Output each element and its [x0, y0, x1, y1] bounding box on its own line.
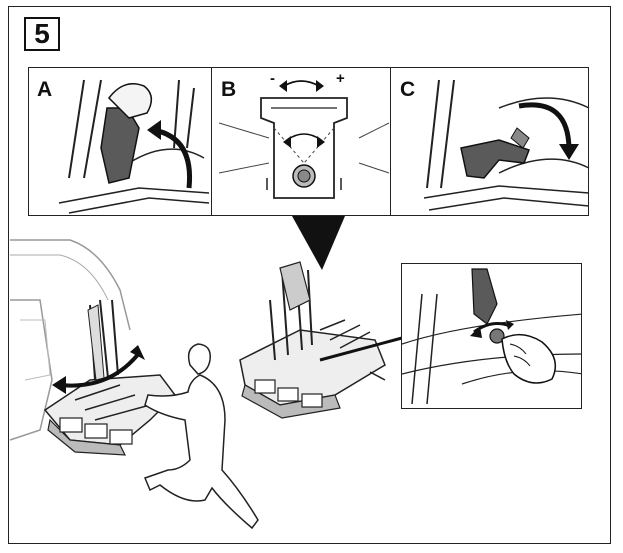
minus-sign: - — [270, 70, 275, 87]
curved-arrow-icon — [559, 144, 579, 160]
hand-icon — [501, 333, 557, 384]
panel-a-illustration — [58, 79, 210, 214]
curved-arrow-icon — [470, 326, 482, 338]
panel-divider — [390, 68, 391, 215]
outer-frame — [8, 6, 611, 544]
hand-icon — [108, 83, 153, 119]
curved-arrow-icon — [147, 120, 161, 140]
knob-icon — [489, 328, 505, 344]
step-number: 5 — [24, 17, 60, 51]
inset-detail — [401, 263, 582, 409]
plus-sign: + — [336, 70, 345, 87]
person-head — [187, 343, 211, 375]
panel-b-illustration — [218, 80, 390, 199]
panel-a-label: A — [37, 78, 53, 101]
curved-arrow-icon — [52, 376, 66, 394]
panel-divider — [211, 68, 212, 215]
panel-c-label: C — [400, 78, 416, 101]
panel-b-label: B — [221, 78, 237, 101]
panel-c-illustration — [423, 79, 590, 211]
inset-illustration — [402, 268, 581, 405]
detail-panels: A B - + — [28, 67, 590, 216]
